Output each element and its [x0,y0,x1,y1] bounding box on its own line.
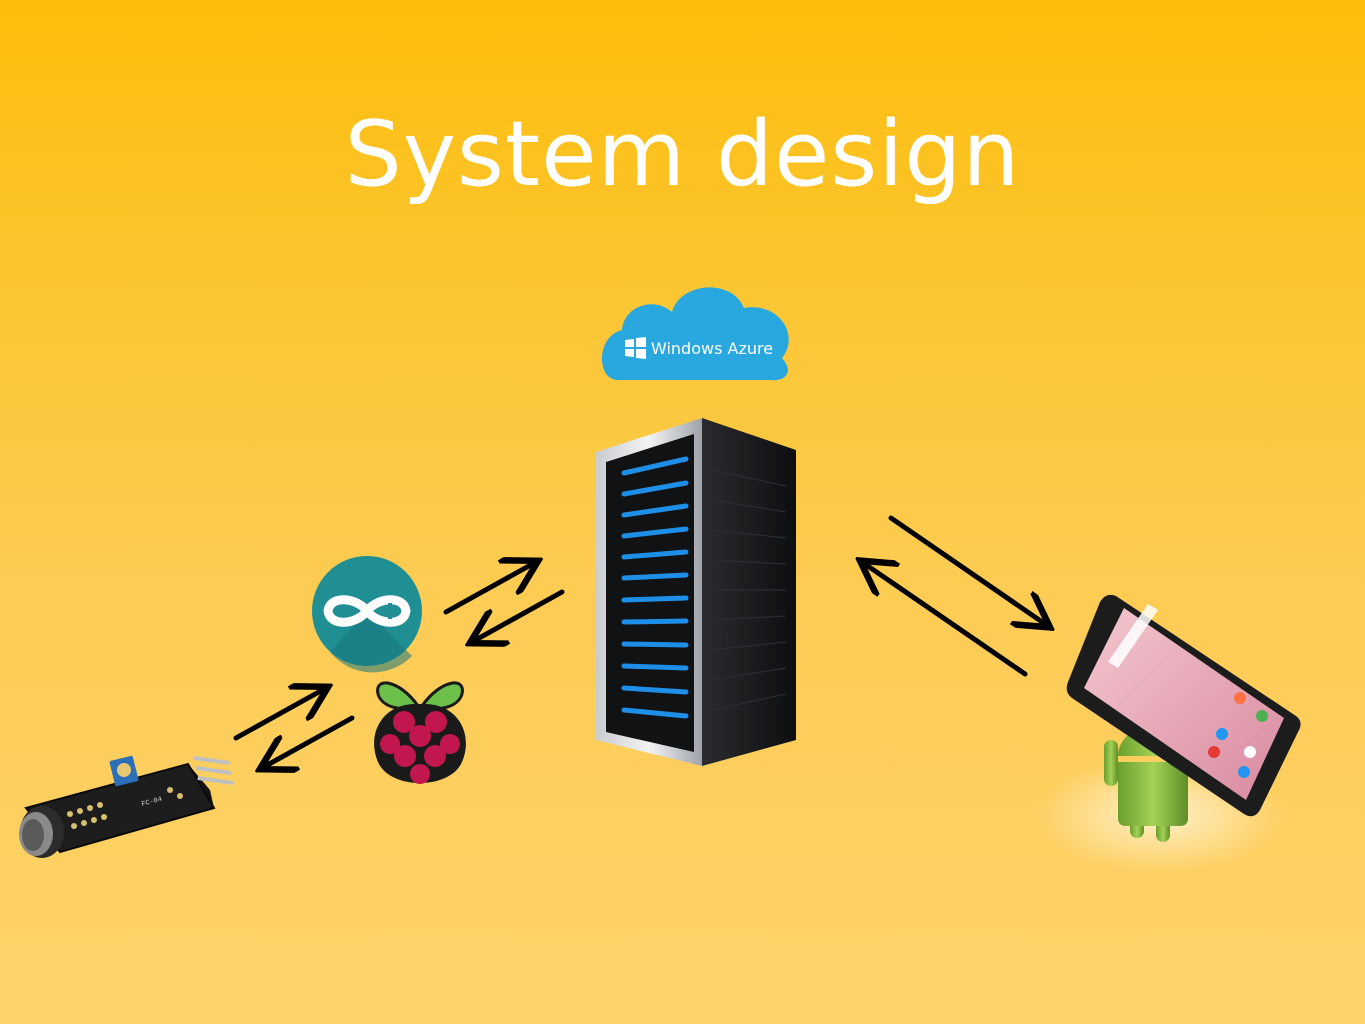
windows-logo-icon [625,337,646,359]
android-phone-icon [1035,594,1301,873]
server-unit-lights [621,456,689,719]
azure-cloud-icon: Windows Azure [601,287,789,381]
smartphone [1066,594,1301,817]
arrow-server-to-board [472,589,565,642]
arrow-sensor-to-board [233,688,326,741]
arduino-logo-icon [312,556,422,673]
azure-cloud-label: Windows Azure [651,339,773,358]
microphone-capsule [19,806,64,858]
arrow-server-to-phone [888,515,1048,626]
arrow-board-to-sensor [262,715,355,768]
server-side-vents [711,469,787,711]
raspberry-pi-logo-icon [374,681,466,784]
connection-arrows [233,515,1048,768]
arrow-board-to-server [443,562,536,615]
server-rack-icon [596,418,796,766]
sound-sensor-module-icon: FC-04 [19,755,234,858]
app-icons [1208,692,1268,778]
slide-title: System design [344,102,1021,207]
arrow-phone-to-server [862,562,1028,677]
